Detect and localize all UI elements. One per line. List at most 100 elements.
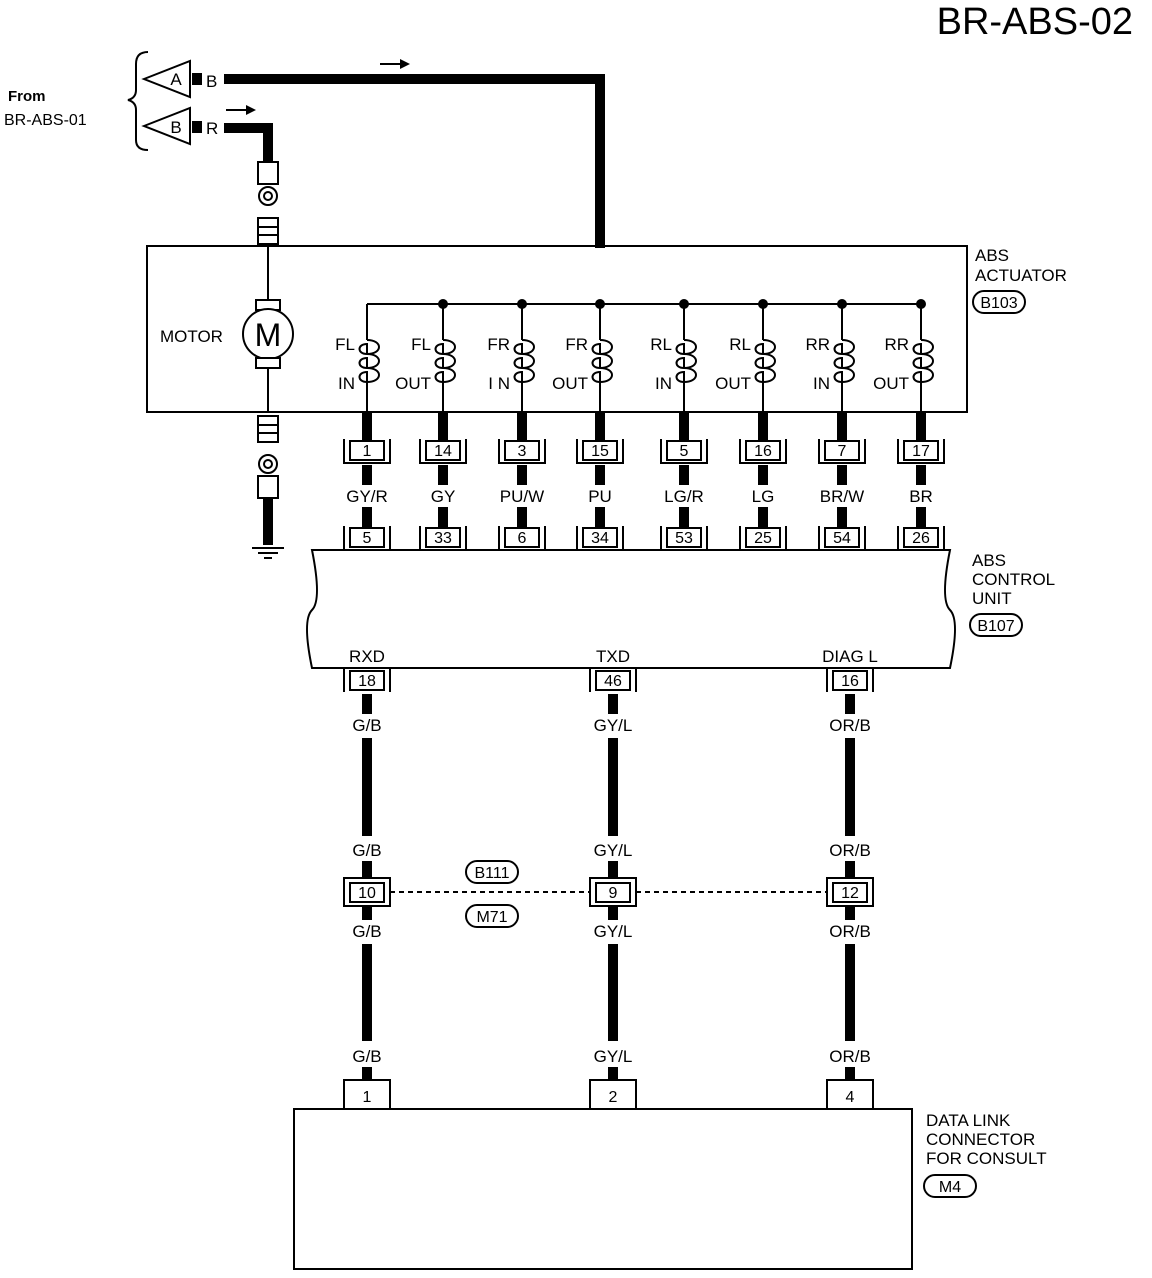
wire-color-label: G/B (352, 716, 381, 735)
control-unit-pin-number: 26 (912, 530, 930, 547)
control-unit-pin-number: 25 (754, 530, 772, 547)
solenoid-wheel-label: FL (335, 335, 355, 354)
control-unit-pin: 33 (419, 526, 467, 551)
control-unit-name-line2: CONTROL (972, 570, 1055, 589)
signal-label: DIAG L (822, 647, 878, 666)
junction-pin-number: 12 (841, 885, 859, 902)
signal-label: RXD (349, 647, 385, 666)
motor-connector-lower (257, 475, 279, 499)
solenoid-io-label: IN (813, 374, 830, 393)
solenoid-rl-out: RL OUT (715, 299, 776, 412)
dlc-pin: 1 (343, 1079, 391, 1108)
connector-b-letter: B (170, 118, 181, 137)
source-label-from: From (8, 88, 46, 105)
connector-a-color: B (206, 72, 217, 91)
actuator-name-line1: ABS (975, 246, 1009, 265)
wire-color-label: GY/L (594, 716, 633, 735)
dlc-pin: 2 (589, 1079, 637, 1108)
connector-b-color: R (206, 119, 218, 138)
control-unit-name-line3: UNIT (972, 589, 1012, 608)
actuator-pin: 7 (818, 439, 866, 464)
flow-arrow-b (380, 59, 410, 69)
wire-color-label: OR/B (829, 716, 871, 735)
wire-color-label: GY/L (594, 841, 633, 860)
solenoid-wheel-label: RR (884, 335, 909, 354)
control-unit-pin-number: 34 (591, 530, 609, 547)
solenoid-rr-in: RR IN (805, 299, 855, 412)
wire-color-label: OR/B (829, 922, 871, 941)
motor-ground-connector-lower (257, 415, 279, 443)
control-unit-connector-badge (969, 613, 1023, 637)
solenoid-wheel-label: FR (565, 335, 588, 354)
input-connector-a: A B (141, 59, 217, 99)
dlc-pin-number: 4 (846, 1089, 855, 1106)
actuator-pin-number: 3 (518, 443, 527, 460)
flow-arrow-r (226, 105, 256, 115)
control-unit-comm-pin-number: 18 (358, 673, 376, 690)
actuator-pin: 17 (897, 439, 945, 464)
ground-icon (252, 547, 284, 559)
dlc-name-line2: CONNECTOR (926, 1130, 1035, 1149)
actuator-pin: 15 (576, 439, 624, 464)
wire-color-label: G/B (352, 1047, 381, 1066)
signal-label: TXD (596, 647, 630, 666)
control-unit-pin: 25 (739, 526, 787, 551)
actuator-pin-number: 16 (754, 443, 772, 460)
control-unit-pin-number: 53 (675, 530, 693, 547)
control-unit-pin-number: 54 (833, 530, 851, 547)
control-unit-connector-id: B107 (977, 618, 1014, 635)
junction-pin-number: 9 (609, 885, 618, 902)
solenoid-wheel-label: RL (729, 335, 751, 354)
wire-color-label: GY (431, 487, 456, 506)
connector-a-symbol (141, 59, 191, 99)
actuator-name-line2: ACTUATOR (975, 266, 1067, 285)
wire-color-label: LG/R (664, 487, 704, 506)
control-unit-pin: 54 (818, 526, 866, 551)
control-unit-name-line1: ABS (972, 551, 1006, 570)
motor-connector-upper (257, 161, 279, 185)
solenoid-wheel-label: FR (487, 335, 510, 354)
dlc-name-line3: FOR CONSULT (926, 1149, 1047, 1168)
actuator-pin-number: 14 (434, 443, 452, 460)
wire-color-label: G/B (352, 922, 381, 941)
wire-color-label: PU/W (500, 487, 544, 506)
dlc-pin-number: 1 (363, 1089, 372, 1106)
solenoid-wheel-label: RL (650, 335, 672, 354)
control-unit-comm-pin-number: 16 (841, 673, 859, 690)
data-link-connector-box (293, 1108, 913, 1270)
wire-color-label: BR/W (820, 487, 864, 506)
wire-color-label: PU (588, 487, 612, 506)
wire-b-feed (224, 74, 605, 248)
solenoid-io-label: IN (655, 374, 672, 393)
solenoid-rl-in: RL IN (650, 299, 697, 412)
dlc-connector-badge (923, 1174, 977, 1198)
solenoid-io-label: OUT (552, 374, 588, 393)
wire-color-label: G/B (352, 841, 381, 860)
actuator-pin: 16 (739, 439, 787, 464)
control-unit-pin: 6 (498, 526, 546, 551)
actuator-pin-number: 17 (912, 443, 930, 460)
dlc-pin: 4 (826, 1079, 874, 1108)
connector-a-letter: A (170, 70, 182, 89)
motor-symbol-letter: M (255, 317, 282, 353)
solenoid-wheel-label: RR (805, 335, 830, 354)
control-unit-pin: 5 (343, 526, 391, 551)
solenoid-io-label: I N (488, 374, 510, 393)
solenoid-io-label: OUT (715, 374, 751, 393)
junction-pin: 12 (826, 877, 874, 907)
solenoid-fr-in: FR I N (487, 299, 535, 412)
control-unit-pin-number: 5 (363, 530, 372, 547)
control-unit-pin: 26 (897, 526, 945, 551)
wire-color-label: GY/L (594, 1047, 633, 1066)
dlc-pin-number: 2 (609, 1089, 618, 1106)
connector-b-symbol (141, 106, 191, 146)
actuator-pin-number: 1 (363, 443, 372, 460)
control-unit-comm-pin: 16 (826, 667, 874, 692)
wire-color-label: OR/B (829, 841, 871, 860)
actuator-pin-number: 7 (838, 443, 847, 460)
wire-color-label: BR (909, 487, 933, 506)
